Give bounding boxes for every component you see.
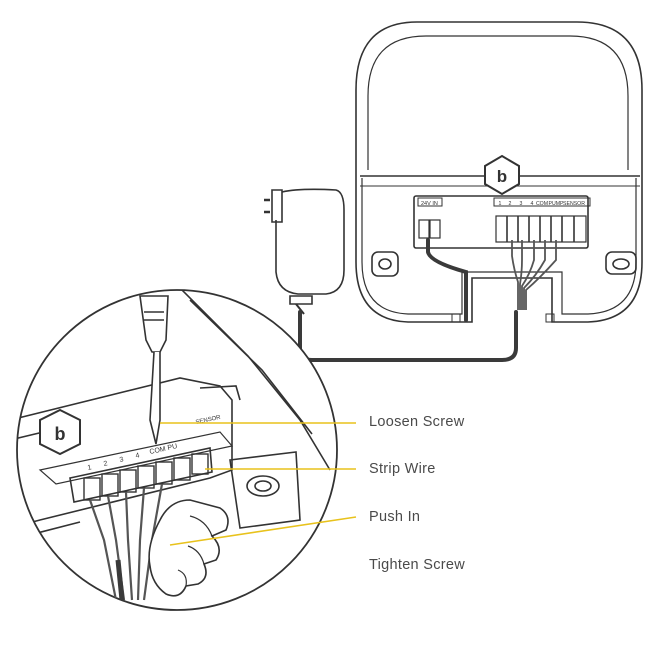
zoom-terminal-label: PU (167, 443, 178, 452)
zoom-terminal-label: 2 (103, 460, 108, 468)
zoom-circle (16, 289, 338, 611)
step-push-in: Push In (369, 509, 421, 525)
svg-text:b: b (497, 167, 507, 186)
callout-push-line (169, 516, 357, 546)
controller-terminal-label: COM (536, 201, 548, 207)
zoom-terminal-label: COM (149, 446, 167, 456)
controller-terminal-label: 3 (520, 201, 523, 207)
callout-lines (160, 422, 357, 546)
power-adapter (264, 188, 345, 315)
controller-terminal-label: 4 (531, 201, 534, 207)
zoom-b-logo-icon: b (39, 408, 81, 456)
zoom-detail (17, 290, 331, 610)
b-logo-icon: b (484, 154, 520, 196)
svg-text:b: b (55, 424, 66, 444)
step-tighten-screw: Tighten Screw (369, 557, 466, 573)
zoom-terminal-label: 3 (119, 456, 124, 464)
zone-wires (511, 240, 557, 310)
zoom-sensor-label: SENSOR (195, 415, 222, 426)
controller-terminal-label: 2 (509, 201, 512, 207)
zoom-terminal-label: 4 (135, 452, 140, 460)
controller-terminal-label: PUMP (549, 201, 565, 207)
controller-terminal-label: SENSOR (563, 201, 585, 207)
step-loosen-screw: Loosen Screw (369, 414, 465, 430)
controller-unit (355, 21, 643, 323)
controller-terminal-label: 1 (499, 201, 502, 207)
step-strip-wire: Strip Wire (369, 461, 436, 477)
power-cable (298, 238, 518, 362)
zoom-terminal-label: 1 (87, 464, 92, 472)
power-terminal-label: 24V IN (421, 201, 438, 207)
